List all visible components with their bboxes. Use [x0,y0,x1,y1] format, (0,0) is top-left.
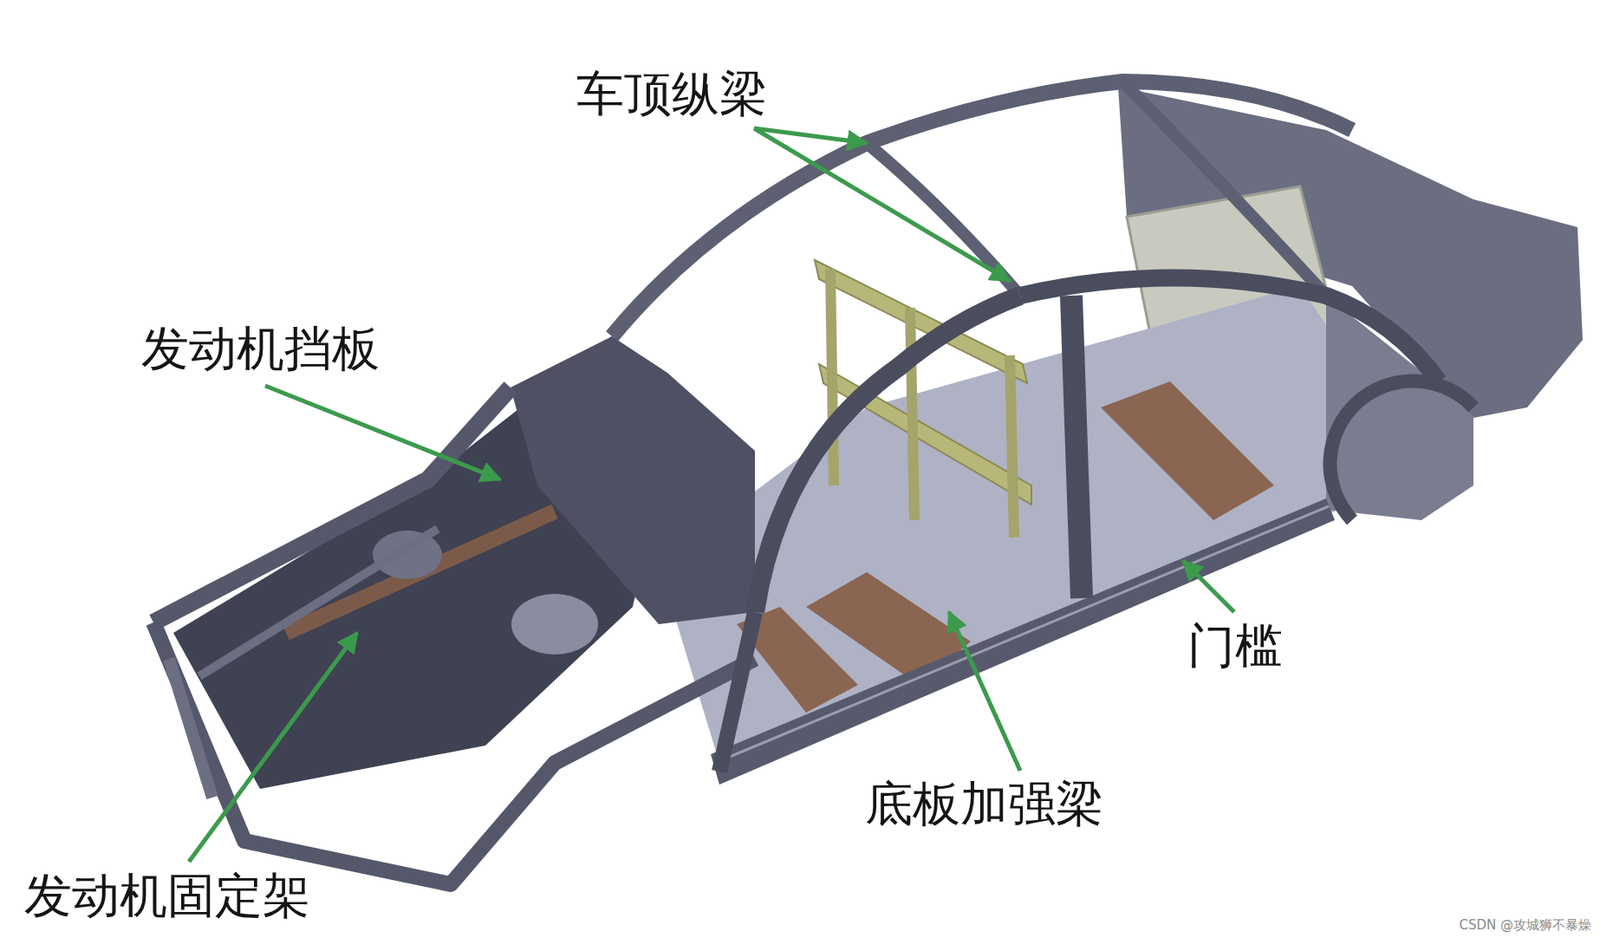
leader-arrow [265,385,501,480]
leader-arrow [949,611,1021,771]
cross-member [819,364,1032,505]
part-label: 发动机固定架 [24,869,311,923]
shock-tower [511,593,599,655]
floor-reinforcement [1100,381,1275,521]
firewall [510,336,755,625]
b-pillar [1071,295,1082,599]
front-frame [153,387,511,623]
door-frame [719,611,755,772]
leader-arrow [188,632,358,862]
sill [710,498,1335,785]
shock-tower [372,530,443,579]
leader-arrow [1183,560,1235,612]
part-label: 车顶纵梁 [576,67,768,121]
wheel-arch [1329,380,1474,521]
part-label: 门槛 [1187,619,1283,673]
rear-header [1122,81,1327,296]
leader-arrow [754,128,1010,281]
cross-member [814,260,1028,384]
a-pillar [754,295,1021,612]
part-label: 发动机挡板 [141,322,380,376]
front-frame [153,622,755,885]
part-label: 底板加强梁 [865,777,1104,831]
front-frame [199,528,438,677]
bumper-beam [169,658,213,798]
watermark: CSDN @攻城狮不暴燥 [1458,917,1592,933]
sill-highlight [715,506,1329,763]
